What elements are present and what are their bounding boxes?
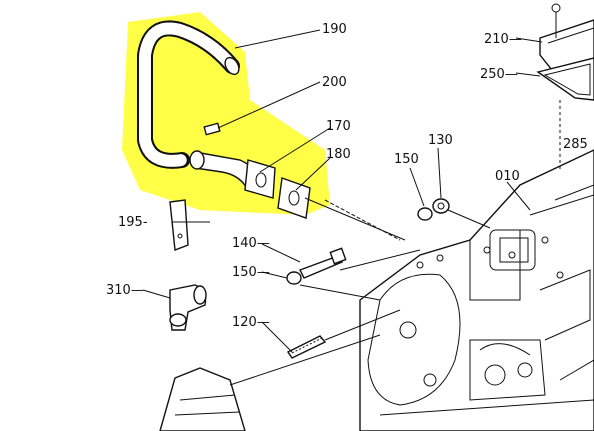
transmission-housing	[359, 149, 594, 431]
elbow-310	[169, 284, 207, 331]
callout-150-lower: 150—	[232, 265, 270, 280]
flange-180	[277, 177, 311, 219]
callout-195: 195-	[118, 215, 148, 230]
flange-gasket-170	[244, 159, 276, 199]
nuts-130-150	[417, 198, 450, 221]
lower-casting	[159, 367, 246, 431]
callout-140: 140—	[232, 236, 270, 251]
stud-140	[286, 247, 347, 285]
corrugated-hose	[137, 20, 240, 169]
stud-120	[286, 335, 327, 359]
leader-flange	[304, 197, 406, 241]
exhaust-pipe	[189, 150, 406, 241]
callout-labels: 190 200 170 180 130 150 010 210— 250— 28…	[106, 22, 588, 330]
callout-150-upper: 150	[394, 152, 419, 167]
callout-170: 170	[326, 119, 351, 134]
connection-lines	[229, 199, 491, 386]
callout-180: 180	[326, 147, 351, 162]
callout-200: 200	[322, 75, 347, 90]
leader-lines	[142, 29, 543, 353]
callout-190: 190	[322, 22, 347, 37]
callout-250: 250—	[480, 67, 518, 82]
gasket	[536, 57, 594, 101]
bracket-195	[169, 199, 189, 251]
callout-285: 285	[563, 137, 588, 152]
callout-210: 210—	[484, 32, 522, 47]
callout-310: 310—	[106, 283, 144, 298]
callout-010: 010	[495, 169, 520, 184]
callout-120: 120—	[232, 315, 270, 330]
callout-130: 130	[428, 133, 453, 148]
